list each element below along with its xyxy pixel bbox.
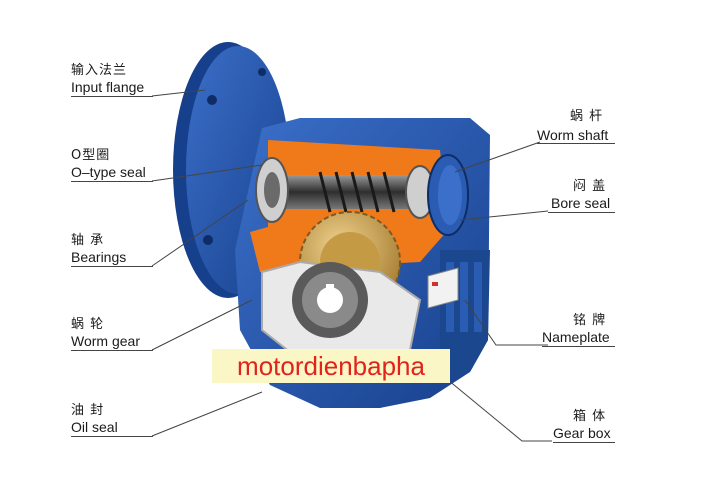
label-worm-shaft-en: Worm shaft — [537, 127, 609, 143]
label-worm-gear-en: Worm gear — [71, 333, 140, 349]
label-nameplate-en: Nameplate — [542, 329, 610, 345]
label-bore-seal-cn: 闷 盖 — [573, 179, 607, 194]
underline — [71, 266, 153, 267]
underline — [548, 212, 615, 213]
bore-seal-cap — [427, 154, 469, 236]
underline — [71, 350, 153, 351]
nameplate — [427, 267, 459, 309]
label-o-type-seal-en: O–type seal — [71, 164, 146, 180]
label-nameplate-cn: 铭 牌 — [573, 313, 607, 328]
label-gear-box-en: Gear box — [553, 425, 611, 441]
label-worm-shaft-cn: 蜗 杆 — [570, 109, 604, 124]
label-input-flange-en: Input flange — [71, 79, 145, 95]
label-bearings-cn: 轴 承 — [71, 233, 105, 248]
label-oil-seal-cn: 油 封 — [71, 403, 105, 418]
output-hub — [261, 260, 422, 367]
underline — [71, 96, 153, 97]
watermark: motordienbapha — [212, 349, 450, 383]
bearing-left — [255, 157, 289, 223]
label-bearings-en: Bearings — [71, 249, 127, 265]
label-worm-gear-cn: 蜗 轮 — [71, 317, 105, 332]
label-input-flange-cn: 输入法兰 — [71, 63, 128, 78]
label-oil-seal-en: Oil seal — [71, 419, 118, 435]
label-bore-seal-en: Bore seal — [551, 195, 611, 211]
label-gear-box-cn: 箱 体 — [573, 409, 607, 424]
underline — [553, 442, 615, 443]
underline — [71, 181, 153, 182]
underline — [537, 143, 615, 144]
underline — [71, 436, 153, 437]
underline — [542, 346, 615, 347]
label-o-type-seal-cn: O型圈 — [71, 148, 111, 163]
leader-lines — [151, 89, 552, 442]
